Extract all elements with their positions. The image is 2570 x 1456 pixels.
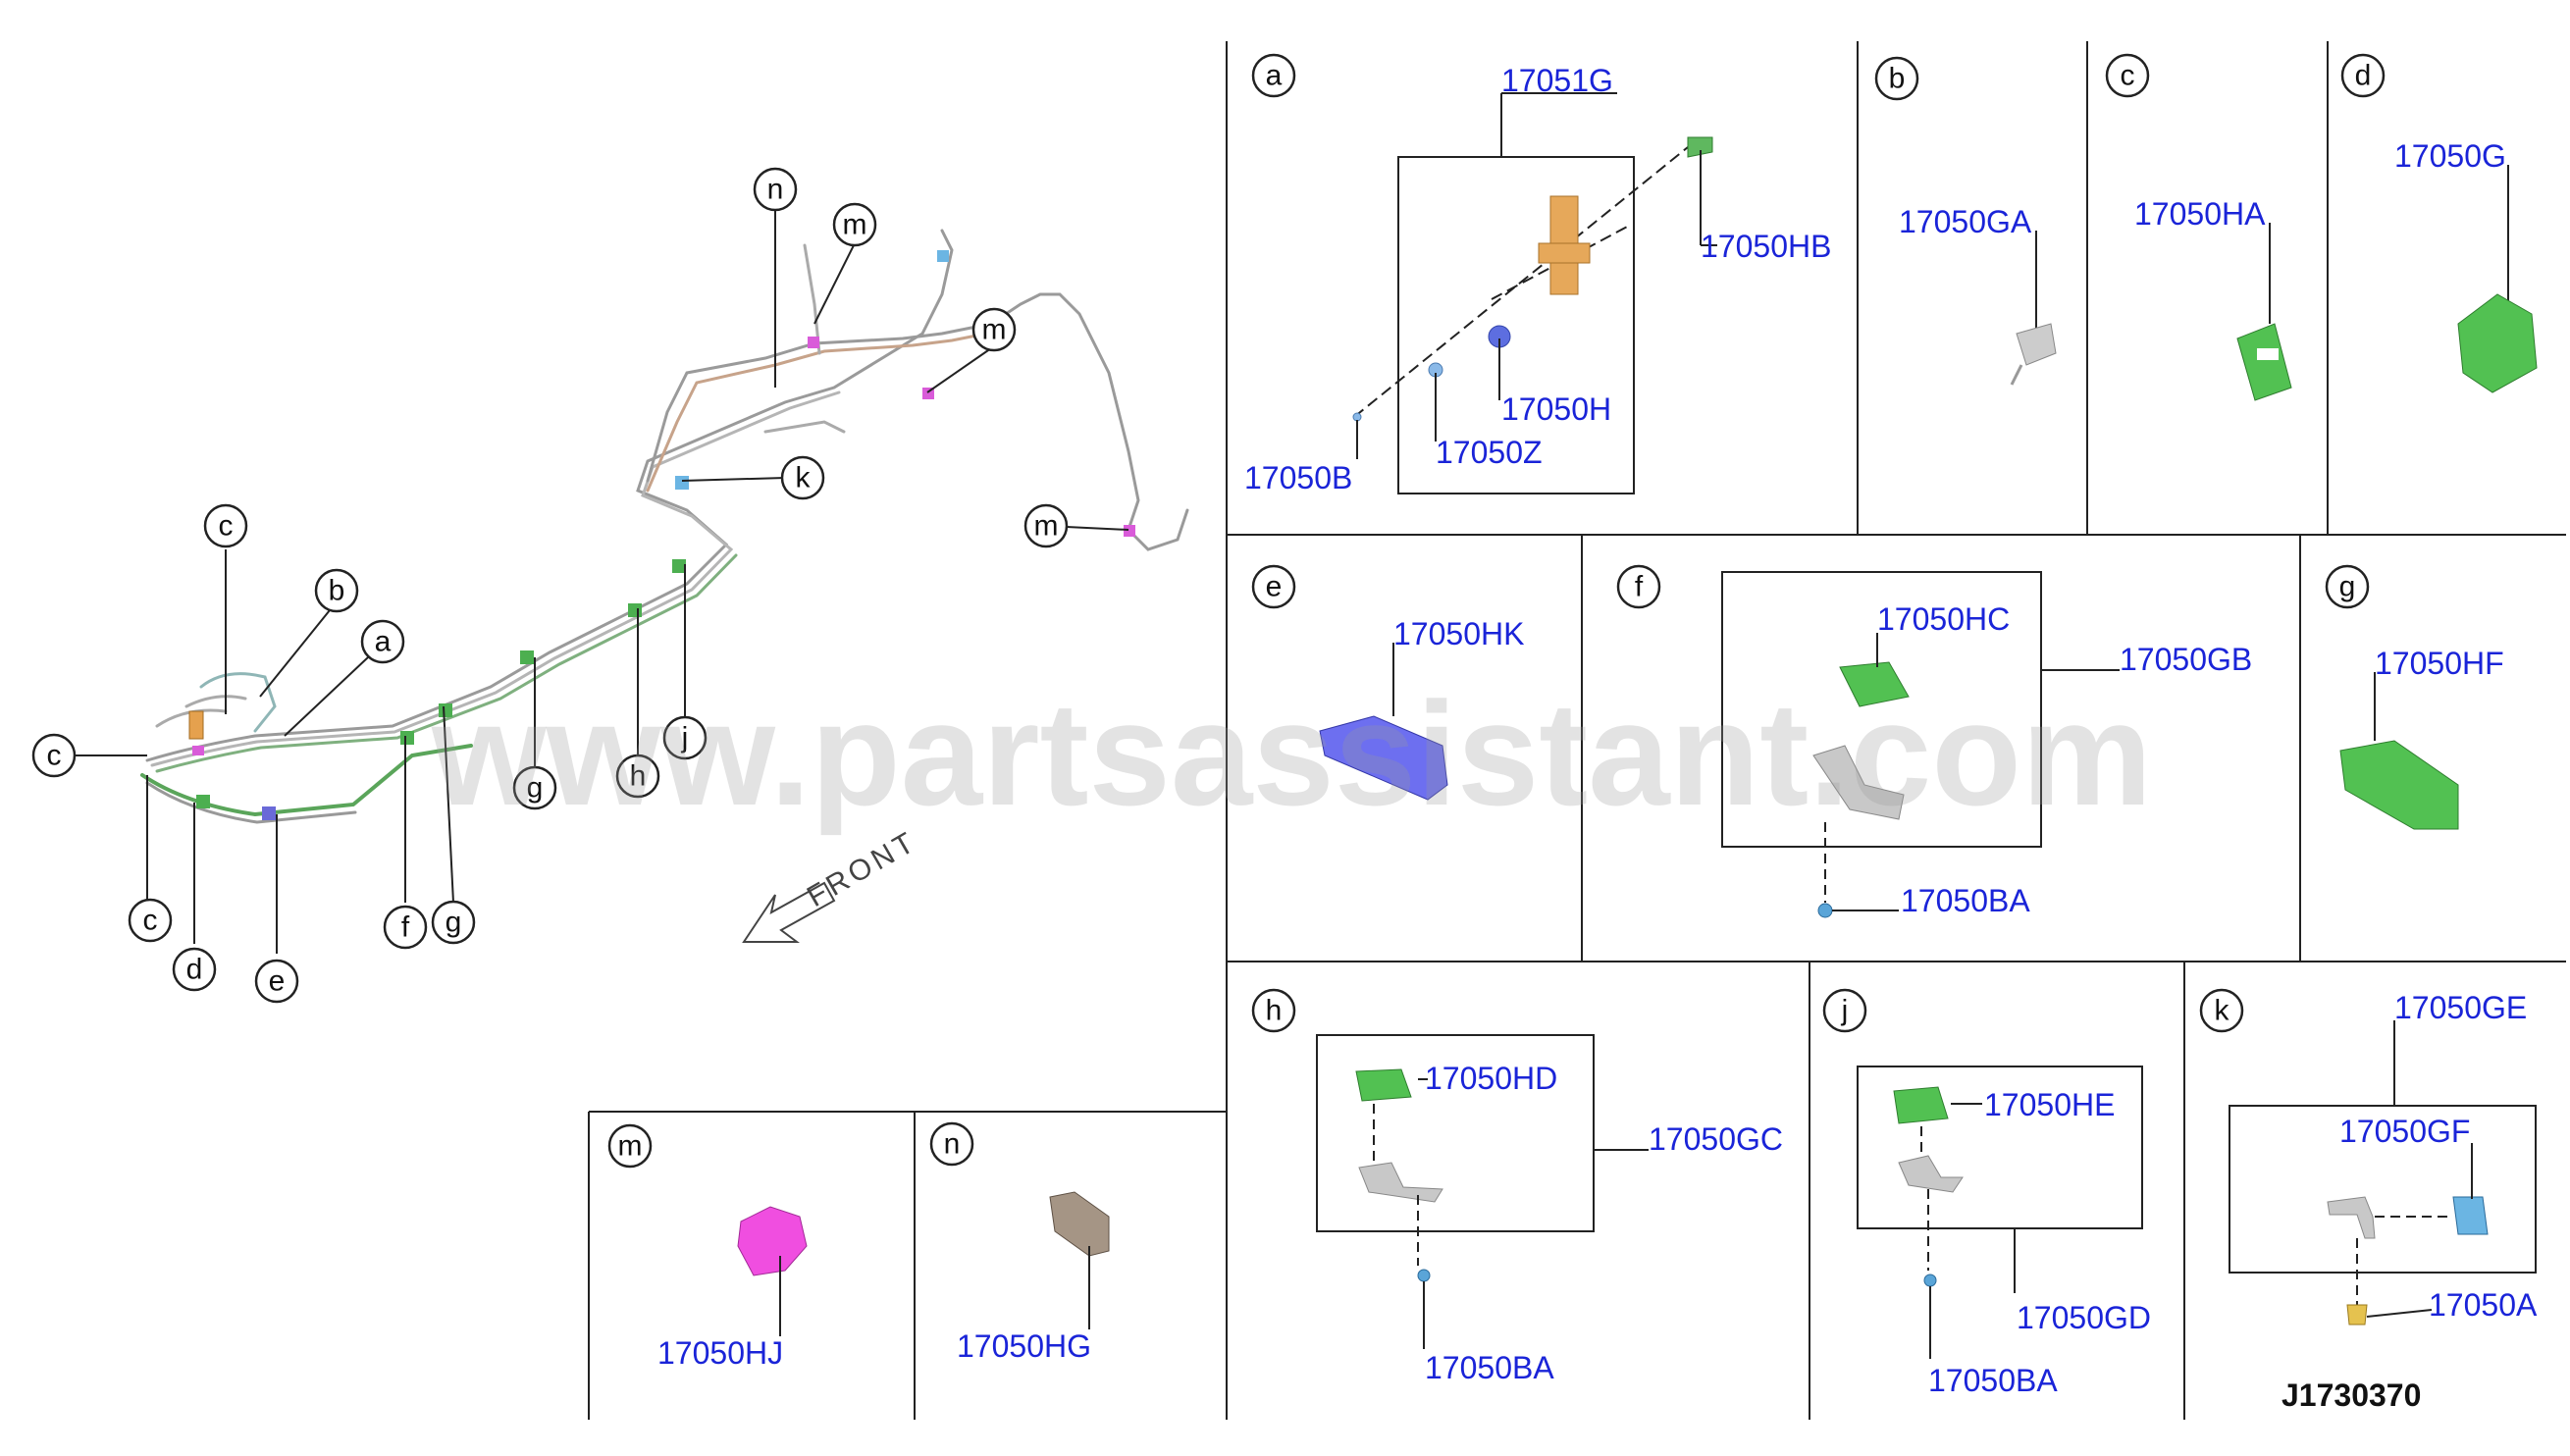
callout-e: e xyxy=(269,965,286,998)
panel-h: 17050HD 17050GC 17050BA xyxy=(1316,1034,1783,1385)
panel-letters: a b c d e f g h j k m n xyxy=(618,60,2372,1163)
callout-m: m xyxy=(843,209,867,241)
panel-d: 17050G xyxy=(2394,138,2538,393)
part-17050BA: 17050BA xyxy=(1928,1363,2058,1398)
part-17050HG: 17050HG xyxy=(957,1328,1091,1364)
part-17050BA: 17050BA xyxy=(1901,883,2030,918)
part-17050HB: 17050HB xyxy=(1701,229,1831,264)
callout-m: m xyxy=(1034,510,1059,543)
callout-c: c xyxy=(219,510,234,543)
part-17050A: 17050A xyxy=(2429,1287,2538,1323)
callout-j: j xyxy=(681,722,689,754)
panel-letter-e: e xyxy=(1266,571,1283,603)
part-17050H: 17050H xyxy=(1501,391,1611,427)
panel-m: 17050HJ xyxy=(657,1206,808,1371)
panel-f: 17050HC 17050GB 17050BA xyxy=(1721,571,2252,918)
overview-callout-letters: n m m k m c b a c g h j c d e f g xyxy=(47,174,1059,998)
part-17050GD: 17050GD xyxy=(2017,1300,2151,1335)
part-17050G: 17050G xyxy=(2394,138,2506,174)
part-17050GA: 17050GA xyxy=(1899,204,2032,239)
panel-letter-a: a xyxy=(1266,60,1283,92)
callout-h: h xyxy=(630,760,647,793)
panel-b: 17050GA xyxy=(1899,204,2057,386)
panel-g: 17050HF xyxy=(2339,646,2504,830)
panel-grid xyxy=(588,41,2566,1420)
callout-g: g xyxy=(527,772,544,805)
panel-letter-circles xyxy=(607,53,2386,1169)
panel-letter-h: h xyxy=(1266,995,1283,1027)
part-17050HJ: 17050HJ xyxy=(657,1335,783,1371)
callout-f: f xyxy=(401,911,410,944)
part-17050HD: 17050HD xyxy=(1425,1061,1557,1096)
panel-c: 17050HA xyxy=(2134,196,2292,401)
panel-n: 17050HG xyxy=(957,1191,1110,1364)
front-label: FRONT xyxy=(802,825,922,913)
front-arrow xyxy=(742,881,836,943)
callout-n: n xyxy=(767,174,784,206)
callout-m: m xyxy=(982,314,1007,346)
callout-k: k xyxy=(796,462,812,494)
callout-g: g xyxy=(446,907,462,939)
panel-j: 17050HE 17050GD 17050BA xyxy=(1857,1066,2151,1398)
callout-b: b xyxy=(329,575,345,607)
part-17050GC: 17050GC xyxy=(1649,1121,1783,1157)
callout-c: c xyxy=(143,905,158,937)
panel-k: 17050GE 17050GF 17050A xyxy=(2229,990,2538,1326)
part-17051G: 17051G xyxy=(1501,63,1613,98)
callout-d: d xyxy=(186,954,203,986)
part-17050HE: 17050HE xyxy=(1984,1087,2115,1122)
panel-letter-n: n xyxy=(944,1128,961,1161)
part-17050B: 17050B xyxy=(1244,460,1352,495)
panel-letter-c: c xyxy=(2121,60,2135,92)
panel-e: 17050HK xyxy=(1319,616,1524,801)
part-17050BA: 17050BA xyxy=(1425,1350,1554,1385)
part-17050GF: 17050GF xyxy=(2339,1114,2470,1149)
overview-leaders xyxy=(64,211,1129,954)
callout-c: c xyxy=(47,740,62,772)
panel-letter-g: g xyxy=(2339,571,2356,603)
part-17050HA: 17050HA xyxy=(2134,196,2266,232)
part-17050HF: 17050HF xyxy=(2375,646,2504,681)
panel-letter-d: d xyxy=(2355,60,2372,92)
part-17050Z: 17050Z xyxy=(1436,435,1543,470)
overview-callout-circles xyxy=(31,167,1069,1004)
part-17050HK: 17050HK xyxy=(1393,616,1524,651)
part-17050HC: 17050HC xyxy=(1877,601,2010,637)
panel-letter-j: j xyxy=(1841,995,1849,1027)
part-17050GE: 17050GE xyxy=(2394,990,2527,1025)
panel-letter-k: k xyxy=(2215,995,2230,1027)
panel-letter-b: b xyxy=(1889,63,1906,95)
panel-letter-f: f xyxy=(1635,571,1644,603)
pipe-clips xyxy=(188,250,1135,820)
part-17050GB: 17050GB xyxy=(2120,642,2252,677)
panel-a: 17051G 17050HB 17050H 17050Z 17050B xyxy=(1244,63,1831,495)
panel-letter-m: m xyxy=(618,1130,643,1163)
callout-a: a xyxy=(375,626,392,658)
diagram-id: J1730370 xyxy=(2282,1378,2421,1413)
watermark: www.partsassistant.com xyxy=(431,671,2152,836)
